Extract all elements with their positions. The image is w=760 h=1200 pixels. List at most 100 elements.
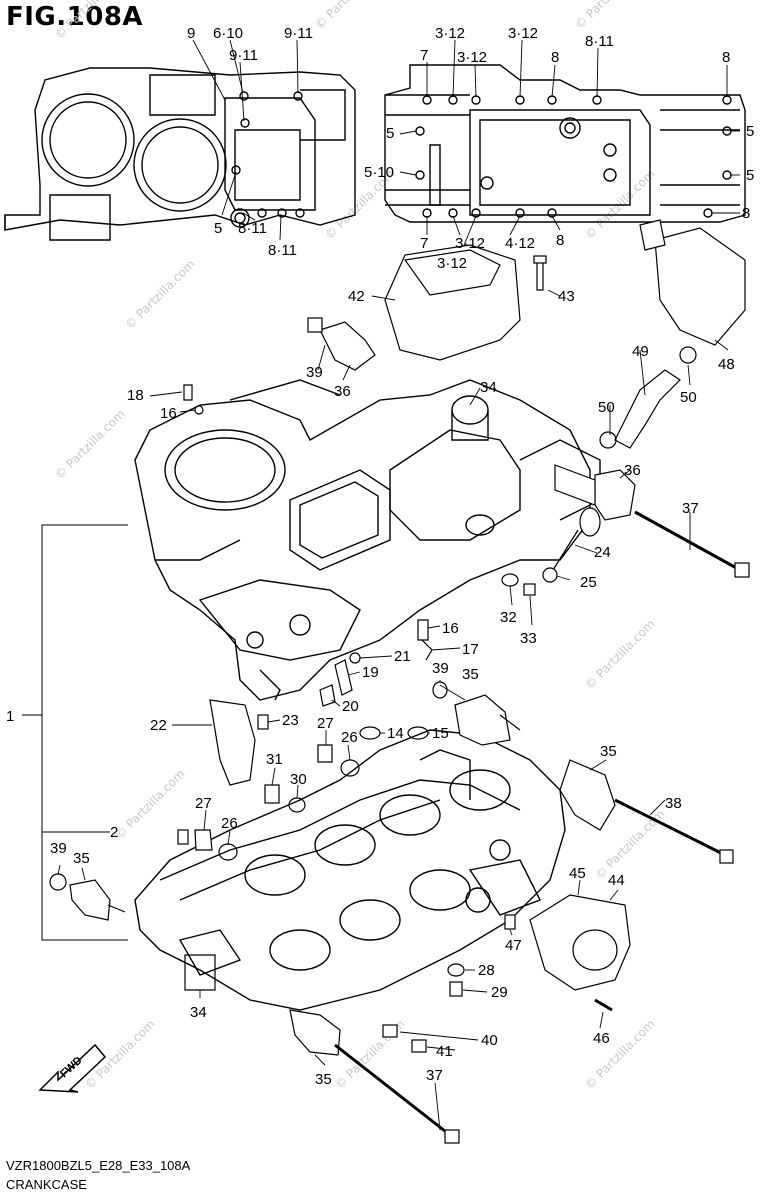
lower-crankcase-bottom-view [384, 64, 746, 223]
callout: 8 [551, 49, 559, 66]
callout: 35 [73, 850, 90, 867]
watermark: © Partzilla.com [582, 1017, 657, 1092]
callout: 27 [195, 795, 212, 812]
callout: 17 [462, 641, 479, 658]
callout: 24 [594, 544, 611, 561]
callout: 35 [315, 1071, 332, 1088]
callout: 9·11 [229, 47, 258, 64]
callout: 31 [266, 751, 283, 768]
watermark: © Partzilla.com [572, 0, 647, 32]
callout: 49 [632, 343, 649, 360]
callout: 43 [558, 288, 575, 305]
callout: 8 [722, 49, 730, 66]
callout-labels: 9 6·10 9·11 9·11 5 8·11 8·11 7 3·12 3·12… [6, 25, 754, 1088]
callout: 47 [505, 937, 522, 954]
callout: 2 [110, 824, 118, 841]
figure-title: FIG.108A [6, 2, 144, 32]
upper-crankcase-assembly [134, 379, 601, 701]
callout: 33 [520, 630, 537, 647]
callout: 25 [580, 574, 597, 591]
callout: 8·11 [585, 33, 614, 50]
callout: 5 [746, 167, 754, 184]
lower-crankcase-assembly [134, 729, 566, 1011]
callout: 46 [593, 1030, 610, 1047]
callout: 29 [491, 984, 508, 1001]
diagram-name: CRANKCASE [6, 1177, 87, 1192]
callout: 36 [624, 462, 641, 479]
callout: 50 [598, 399, 615, 416]
forward-arrow-icon: FWD [38, 1043, 107, 1093]
callout: 22 [150, 717, 167, 734]
leader-lines-top [192, 39, 740, 256]
callout: 37 [682, 500, 699, 517]
callout: 45 [569, 865, 586, 882]
callout: 36 [334, 383, 351, 400]
callout: 44 [608, 872, 625, 889]
diagram-code: VZR1800BZL5_E28_E33_108A [6, 1158, 191, 1173]
callout: 18 [127, 387, 144, 404]
callout: 35 [462, 666, 479, 683]
callout: 5 [214, 220, 222, 237]
callout: 27 [317, 715, 334, 732]
callout: 9 [187, 25, 195, 42]
callout: 16 [160, 405, 177, 422]
callout: 15 [432, 725, 449, 742]
callout: 19 [362, 664, 379, 681]
callout: 32 [500, 609, 517, 626]
callout: 3·12 [435, 25, 465, 42]
callout: 16 [442, 620, 459, 637]
callout: 9·11 [284, 25, 313, 42]
callout: 37 [426, 1067, 443, 1084]
callout: 39 [432, 660, 449, 677]
watermark: © Partzilla.com [122, 257, 197, 332]
cover-48 [654, 227, 746, 346]
callout: 8 [742, 205, 750, 222]
callout: 23 [282, 712, 299, 729]
callout: 30 [290, 771, 307, 788]
watermark: © Partzilla.com [112, 767, 187, 842]
hose-49 [614, 369, 681, 449]
callout: 4·12 [505, 235, 535, 252]
callout: 7 [420, 235, 428, 252]
callout: 42 [348, 288, 365, 305]
callout: 3·12 [437, 255, 467, 272]
callout: 5 [386, 125, 394, 142]
callout: 40 [481, 1032, 498, 1049]
watermark: © Partzilla.com [52, 0, 127, 42]
callout: 35 [600, 743, 617, 760]
watermark: © Partzilla.com [52, 407, 127, 482]
watermark: © Partzilla.com [582, 617, 657, 692]
callout: 7 [420, 47, 428, 64]
callout: 38 [665, 795, 682, 812]
callout: 1 [6, 708, 14, 725]
callout: 26 [221, 815, 238, 832]
callout: 26 [341, 729, 358, 746]
callout: 34 [480, 379, 497, 396]
upper-crankcase-top-view [4, 67, 356, 241]
callout: 50 [680, 389, 697, 406]
callout: 3·12 [508, 25, 538, 42]
callout: 20 [342, 698, 359, 715]
cover-42 [384, 244, 521, 361]
callout: 28 [478, 962, 495, 979]
callout: 8·11 [238, 220, 267, 237]
watermark: © Partzilla.com [312, 0, 387, 32]
callout: 5·10 [364, 164, 394, 181]
callout: 21 [394, 648, 411, 665]
callout: 6·10 [213, 25, 243, 42]
small-parts [49, 219, 750, 1144]
callout: 41 [436, 1043, 453, 1060]
cover-44 [529, 894, 631, 991]
callout: 39 [306, 364, 323, 381]
callout: 3·12 [457, 49, 487, 66]
callout: 39 [50, 840, 67, 857]
part-1-bracket [22, 524, 128, 941]
callout: 5 [746, 123, 754, 140]
callout: 14 [387, 725, 404, 742]
callout: 3·12 [455, 235, 485, 252]
callout: 8·11 [268, 242, 297, 259]
callout: 48 [718, 356, 735, 373]
callout: 8 [556, 232, 564, 249]
